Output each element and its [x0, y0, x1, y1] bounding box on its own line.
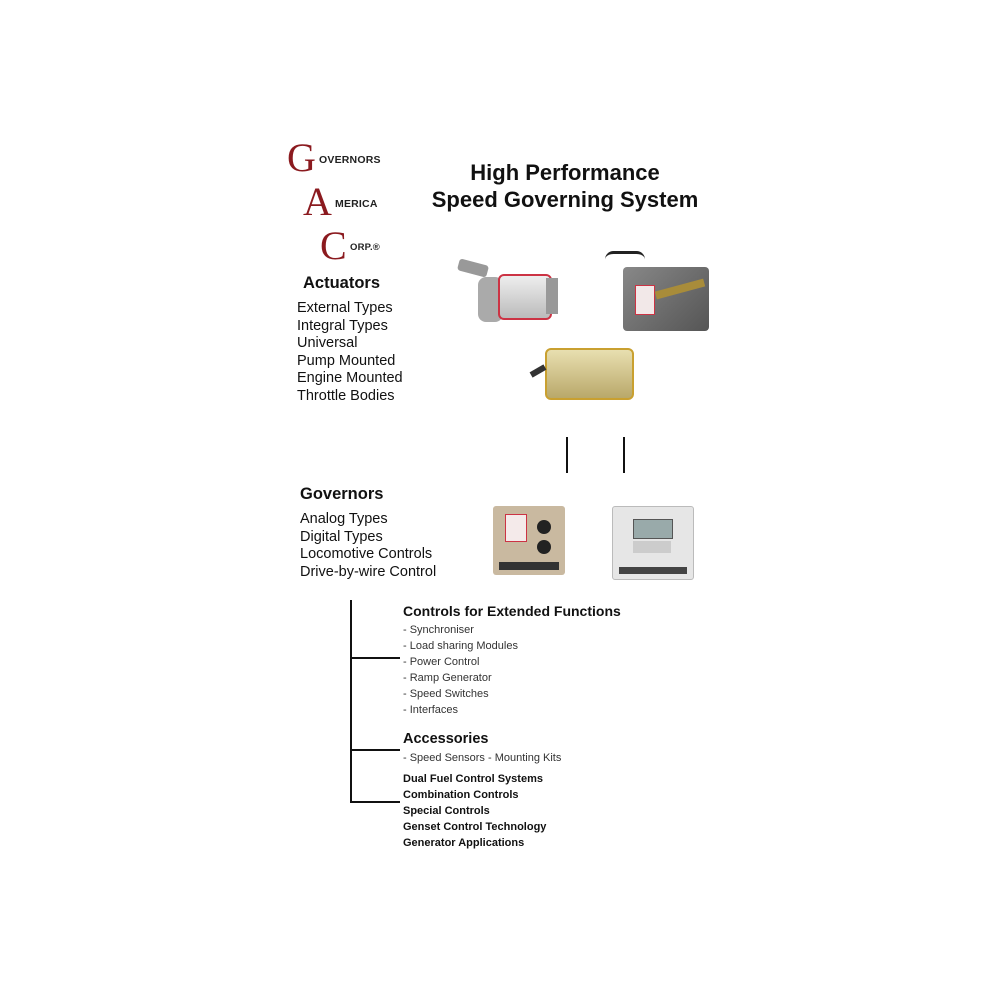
tree-branch-line: [350, 657, 400, 659]
tree-branch-line: [350, 801, 400, 803]
actuators-heading: Actuators: [303, 274, 381, 292]
extended-heading: Controls for Extended Functions: [403, 603, 621, 619]
digital-governor-image: [612, 506, 694, 580]
logo-word-overnors: OVERNORS: [319, 154, 381, 166]
logo-letter-g: G: [287, 135, 316, 180]
analog-governor-image: [493, 506, 565, 575]
logo-word-merica: MERICA: [335, 198, 378, 210]
actuator-image-box: [605, 245, 713, 341]
tree-trunk-line: [350, 600, 352, 803]
accessories-list: - Speed Sensors - Mounting Kits: [403, 752, 562, 764]
actuator-image-gold: [529, 340, 636, 402]
logo-letter-a: A: [303, 179, 332, 224]
logo-word-corp: ORP.®: [350, 242, 381, 253]
connector-line: [623, 437, 625, 473]
logo-letter-c: C: [320, 223, 347, 268]
extended-list: - Synchroniser- Load sharing Modules- Po…: [403, 624, 518, 716]
actuator-image-cylindrical: [456, 258, 558, 332]
accessories-heading: Accessories: [403, 731, 489, 747]
connector-line: [566, 437, 568, 473]
tree-branch-line: [350, 749, 400, 751]
page-title: High Performance Speed Governing System: [431, 160, 699, 212]
governors-heading: Governors: [300, 485, 384, 503]
